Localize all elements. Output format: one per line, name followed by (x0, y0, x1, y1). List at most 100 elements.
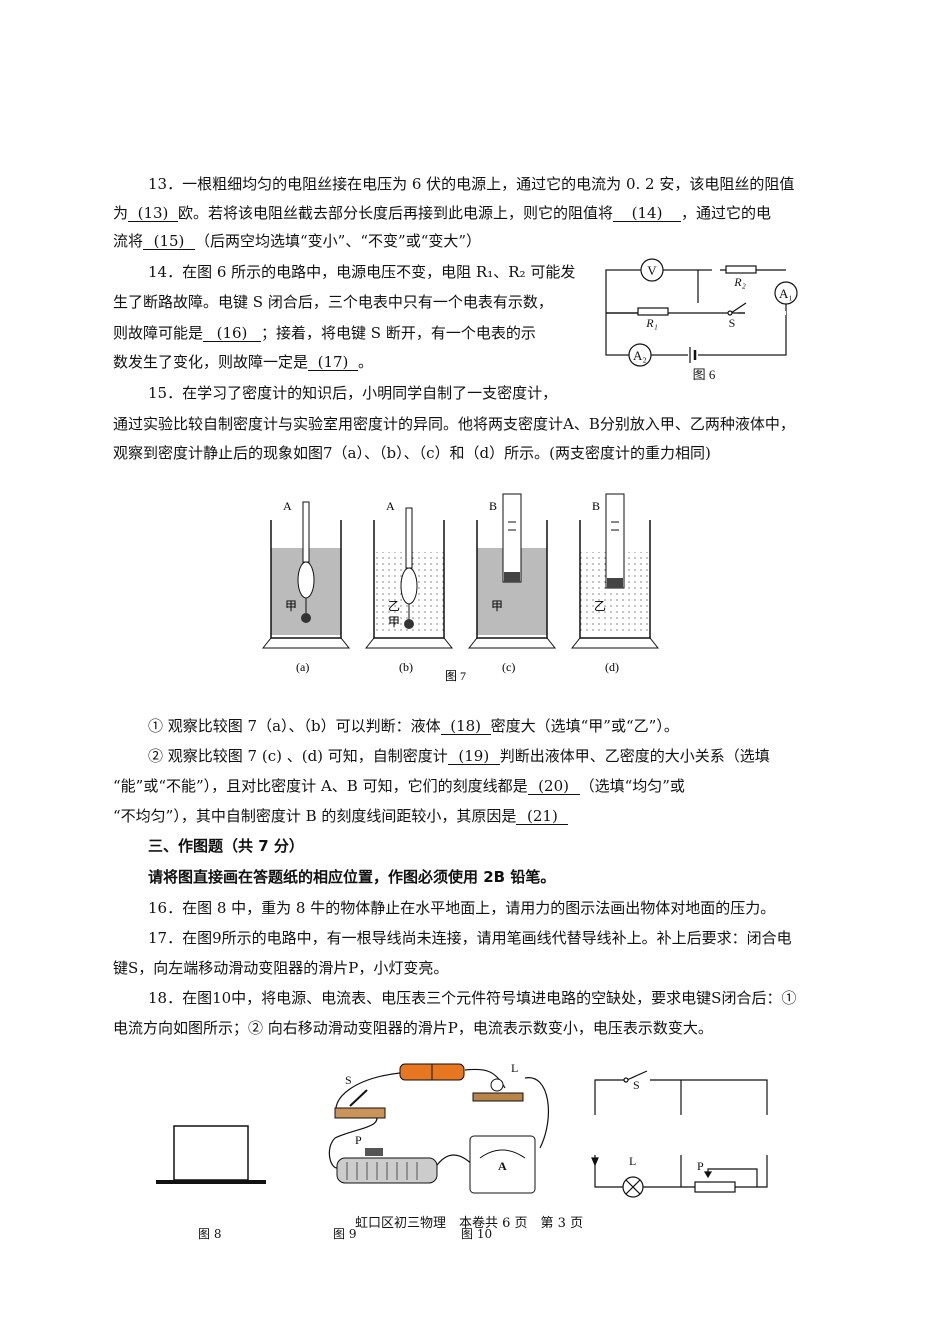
answer-blank: (20) (527, 778, 580, 795)
hydrometer-label: B (489, 499, 497, 513)
text-segment: ，通过它的电 (681, 204, 772, 222)
text-segment: ① 观察比较图 7（a）、（b）可以判断：液体 (148, 717, 441, 735)
subfigure-label: (d) (605, 660, 619, 674)
text-line: ① 观察比较图 7（a）、（b）可以判断：液体(18)密度大（选填“甲”或“乙”… (148, 716, 679, 736)
hydrometer-weight (504, 572, 520, 582)
liquid-label: 乙 (594, 599, 606, 613)
text-segment: 电流方向如图所示；② 向右移动滑动变阻器的滑片P，电流表示数变小，电压表示数变大… (113, 1019, 713, 1037)
answer-blank: (15) (143, 233, 196, 250)
liquid-label: 甲 (491, 599, 503, 613)
figure-9-caption: 图 9 (333, 1227, 357, 1241)
text-line: 14．在图 6 所示的电路中，电源电压不变，电阻 R₁、R₂ 可能发 (148, 262, 575, 282)
switch-label: S (345, 1073, 352, 1087)
answer-blank: (21) (516, 808, 569, 825)
hydrometer-weight (404, 619, 414, 629)
text-segment: 生了断路故障。电键 S 闭合后，三个电表中只有一个电表有示数， (113, 293, 553, 311)
beaker-base (261, 637, 351, 649)
block-object (173, 1125, 249, 1181)
text-line: 为(13)欧。若将该电阻丝截去部分长度后再接到此电源上，则它的阻值将(14)，通… (113, 203, 771, 223)
hydrometer-bulb (297, 561, 315, 599)
hydrometer-bulb (400, 567, 418, 605)
liquid-label: 乙 (388, 599, 400, 613)
text-segment: 流将 (113, 232, 144, 250)
text-segment: ② 观察比较图 7 (c) 、(d) 可知，自制密度计 (148, 747, 448, 765)
text-line: 13．一根粗细均匀的电阻丝接在电压为 6 伏的电源上，通过它的电流为 0. 2 … (148, 174, 794, 194)
text-segment: “能”或“不能”），且对比密度计 A、B 可知，它们的刻度线都是 (113, 777, 528, 795)
text-line: 生了断路故障。电键 S 闭合后，三个电表中只有一个电表有示数， (113, 292, 553, 312)
text-segment: 则故障可能是 (113, 324, 204, 342)
ground-line (156, 1180, 266, 1184)
slider-label: P (697, 1159, 704, 1173)
page-footer: 虹口区初三物理 本卷共 6 页 第 3 页 (355, 1216, 584, 1231)
figure-8-caption: 图 8 (198, 1227, 222, 1241)
text-line: “不均匀”），其中自制密度计 B 的刻度线间距较小，其原因是(21) (113, 806, 569, 826)
text-line: 键S，向左端移动滑动变阻器的滑片P，小灯变亮。 (113, 958, 448, 978)
subfigure-label: (c) (502, 660, 515, 674)
text-segment: 键S，向左端移动滑动变阻器的滑片P，小灯变亮。 (113, 959, 449, 977)
answer-blank: (16) (203, 325, 262, 342)
text-segment: 14．在图 6 所示的电路中，电源电压不变，电阻 R₁、R₂ 可能发 (148, 263, 576, 281)
text-segment: （后两空均选填“变小”、“不变”或“变大”） (195, 232, 482, 250)
beaker-3: B 乙 (d) (570, 493, 660, 674)
text-line: 电流方向如图所示；② 向右移动滑动变阻器的滑片P，电流表示数变小，电压表示数变大… (113, 1018, 713, 1038)
text-line: 数发生了变化，则故障一定是(17)。 (113, 352, 373, 372)
hydrometer-weight (607, 578, 623, 588)
ammeter-label: A (498, 1159, 507, 1173)
section-heading: 请将图直接画在答题纸的相应位置，作图必须使用 2B 铅笔。 (148, 867, 555, 887)
section-heading: 三、作图题（共 7 分） (148, 836, 304, 856)
lamp-label: L (629, 1154, 636, 1168)
text-segment: 15．在学习了密度计的知识后，小明同学自制了一支密度计， (148, 384, 558, 402)
liquid-label-extra: 甲 (388, 615, 400, 629)
text-segment: 观察到密度计静止后的现象如图7（a）、（b）、（c）和（d）所示。(两支密度计的… (113, 444, 711, 462)
subfigure-label: (b) (399, 660, 413, 674)
beaker-1: A乙甲(b) (364, 499, 454, 674)
text-line: 观察到密度计静止后的现象如图7（a）、（b）、（c）和（d）所示。(两支密度计的… (113, 443, 711, 463)
text-segment: 判断出液体甲、乙密度的大小关系（选填 (499, 747, 770, 765)
r1-label: R₁ (645, 316, 658, 330)
switch-label: S (633, 1078, 640, 1092)
text-segment: 16．在图 8 中，重为 8 牛的物体静止在水平地面上，请用力的图示法画出物体对… (148, 899, 776, 917)
switch-label: S (729, 316, 736, 330)
beaker-2: B 甲 (c) (467, 493, 557, 674)
hydrometer-label: B (592, 499, 600, 513)
ammeter-a2-label: A₂ (633, 348, 647, 363)
figure-6-circuit: V A₁ A₂ R₁ R₂ S 图 6 (605, 257, 802, 382)
beaker-0: A甲(a) (261, 499, 351, 674)
figure-9-physical-circuit: S L P A (328, 1061, 550, 1194)
text-segment: 请将图直接画在答题纸的相应位置，作图必须使用 2B 铅笔。 (148, 868, 556, 886)
text-segment: ；接着，将电键 S 断开，有一个电表的示 (261, 324, 536, 342)
text-segment: 密度大（选填“甲”或“乙”）。 (490, 717, 679, 735)
text-segment: （选填“均匀”或 (579, 777, 685, 795)
hydrometer-tube (502, 493, 522, 583)
ammeter-a1-label: A₁ (779, 286, 793, 301)
text-segment: 17．在图9所示的电路中，有一根导线尚未连接，请用笔画线代替导线补上。补上后要求… (148, 929, 792, 947)
figure-10-caption: 图 10 (461, 1227, 493, 1241)
text-segment: 数发生了变化，则故障一定是 (113, 353, 309, 371)
text-segment: 。 (358, 353, 374, 371)
text-line: 通过实验比较自制密度计与实验室用密度计的异同。他将两支密度计A、B分别放入甲、乙… (113, 414, 795, 434)
answer-blank: (19) (447, 748, 500, 765)
text-segment: 为 (113, 204, 129, 222)
text-line: “能”或“不能”），且对比密度计 A、B 可知，它们的刻度线都是(20)（选填“… (113, 776, 685, 796)
figure-8-block (156, 1125, 266, 1184)
hydrometer-label: A (283, 499, 292, 513)
text-line: ② 观察比较图 7 (c) 、(d) 可知，自制密度计(19)判断出液体甲、乙密… (148, 746, 770, 766)
voltmeter-label: V (647, 263, 657, 278)
text-segment: 18．在图10中，将电源、电流表、电压表三个元件符号填进电路的空缺处，要求电键S… (148, 989, 797, 1007)
answer-blank: (18) (440, 718, 491, 735)
text-segment: 通过实验比较自制密度计与实验室用密度计的异同。他将两支密度计A、B分别放入甲、乙… (113, 415, 795, 433)
text-line: 15．在学习了密度计的知识后，小明同学自制了一支密度计， (148, 383, 557, 403)
figure-7-caption: 图 7 (445, 669, 466, 683)
hydrometer-stem (302, 501, 310, 563)
slider-label: P (355, 1133, 362, 1147)
text-line: 流将(15)（后两空均选填“变小”、“不变”或“变大”） (113, 231, 481, 251)
text-line: 16．在图 8 中，重为 8 牛的物体静止在水平地面上，请用力的图示法画出物体对… (148, 898, 775, 918)
hydrometer-stem (405, 507, 413, 569)
hydrometer-tube (605, 493, 625, 589)
figure-10-circuit: S L P (591, 1070, 768, 1198)
text-segment: 欧。若将该电阻丝截去部分长度后再接到此电源上，则它的阻值将 (178, 204, 614, 222)
text-line: 18．在图10中，将电源、电流表、电压表三个元件符号填进电路的空缺处，要求电键S… (148, 988, 796, 1008)
text-segment: 三、作图题（共 7 分） (148, 837, 304, 855)
liquid-label: 甲 (285, 599, 297, 613)
hydrometer-weight (301, 613, 311, 623)
